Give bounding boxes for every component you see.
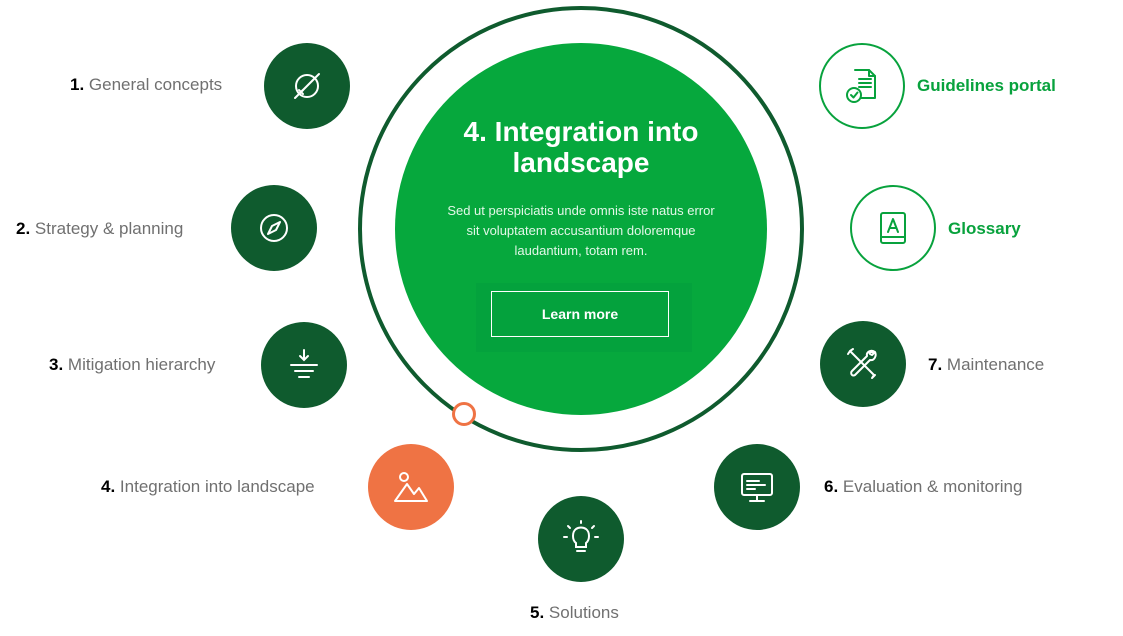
lightbulb-icon xyxy=(563,520,599,552)
compass-icon xyxy=(260,214,288,242)
step-7-label[interactable]: 7. Maintenance xyxy=(928,355,1045,374)
step-5-node[interactable] xyxy=(538,496,624,582)
outer-ring xyxy=(358,6,804,452)
glossary-link[interactable]: Glossary xyxy=(948,219,1021,238)
button-background xyxy=(476,283,692,352)
step-3-node[interactable] xyxy=(261,322,347,408)
step-4-node[interactable] xyxy=(368,444,454,530)
learn-more-button[interactable]: Learn more xyxy=(491,291,669,337)
planet-icon xyxy=(294,73,320,99)
step-5-label[interactable]: 5. Solutions xyxy=(530,603,619,622)
step-1-label[interactable]: 1. General concepts xyxy=(70,75,223,94)
guidelines-portal-link[interactable]: Guidelines portal xyxy=(917,76,1056,95)
step-3-label[interactable]: 3. Mitigation hierarchy xyxy=(49,355,216,374)
step-4-label[interactable]: 4. Integration into landscape xyxy=(101,477,315,496)
monitor-icon xyxy=(741,473,773,502)
center-description: Sed ut perspiciatis unde omnis iste natu… xyxy=(447,203,715,258)
step-1-node[interactable] xyxy=(264,43,350,129)
ring-progress-marker xyxy=(452,402,476,426)
step-7-node[interactable] xyxy=(820,321,906,407)
document-check-icon xyxy=(846,69,876,103)
center-circle xyxy=(395,43,767,415)
step-6-node[interactable] xyxy=(714,444,800,530)
step-2-label[interactable]: 2. Strategy & planning xyxy=(16,219,184,238)
ground-icon xyxy=(290,349,318,378)
step-2-node[interactable] xyxy=(231,185,317,271)
glossary-node[interactable] xyxy=(850,185,936,271)
mountains-icon xyxy=(394,472,428,502)
tools-icon xyxy=(847,348,877,379)
center-title: 4. Integration into landscape xyxy=(463,116,699,178)
guidelines-portal-node[interactable] xyxy=(819,43,905,129)
book-icon xyxy=(880,212,906,244)
step-6-label[interactable]: 6. Evaluation & monitoring xyxy=(824,477,1023,496)
